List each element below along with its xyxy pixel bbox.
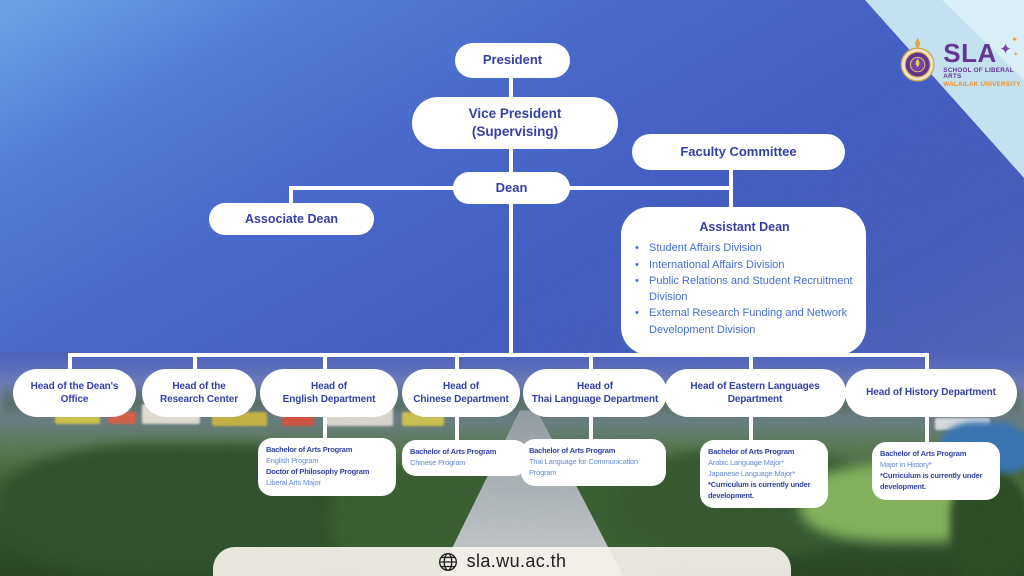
programs-history: Bachelor of Arts Program Major in Histor… xyxy=(872,442,1000,500)
program-line: English Program xyxy=(266,455,319,465)
node-faculty-committee-label: Faculty Committee xyxy=(680,143,797,159)
node-head-eastern-languages: Head of Eastern Languages Department xyxy=(664,369,846,417)
program-line: Arabic Language Major* xyxy=(708,457,785,467)
program-line: Japanese Language Major* xyxy=(708,468,795,478)
node-head-research-center: Head of the Research Center xyxy=(142,369,256,417)
division-item: • International Affairs Division xyxy=(635,257,854,273)
node-head-deans-office: Head of the Dean's Office xyxy=(13,369,136,417)
program-line: Major in History* xyxy=(880,459,932,469)
bullet-icon: • xyxy=(635,258,639,271)
bullet-icon: • xyxy=(635,242,639,255)
head-label: Chinese Department xyxy=(413,394,509,405)
university-crest-icon xyxy=(900,37,935,82)
node-head-history: Head of History Department xyxy=(845,369,1017,417)
logo-school-name: SCHOOL OF LIBERAL ARTS xyxy=(943,67,1014,81)
connector-program-stub xyxy=(925,415,929,444)
node-president-label: President xyxy=(482,52,543,68)
program-line: Chinese Program xyxy=(410,457,466,467)
division-item: • External Research Funding and Network … xyxy=(635,305,854,338)
head-label: Head of xyxy=(311,380,347,392)
connector-program-stub xyxy=(749,415,753,442)
node-associate-dean-label: Associate Dean xyxy=(244,211,339,226)
head-label: Office xyxy=(60,394,89,405)
program-line: Bachelor of Arts Program xyxy=(880,449,967,458)
head-label: Head of xyxy=(443,380,479,392)
sparkle-icon: ✦ xyxy=(1013,52,1019,58)
head-label: Department xyxy=(727,394,783,405)
node-faculty-committee: Faculty Committee xyxy=(632,134,845,170)
footer-bar: sla.wu.ac.th xyxy=(213,547,791,576)
division-item: • Public Relations and Student Recruitme… xyxy=(635,273,854,306)
logo-university-name: WALAILAK UNIVERSITY xyxy=(943,80,1021,88)
connector-program-stub xyxy=(455,415,459,442)
node-head-chinese: Head of Chinese Department xyxy=(402,369,520,417)
division-item: • Student Affairs Division xyxy=(635,240,854,256)
programs-eastern-languages: Bachelor of Arts Program Arabic Language… xyxy=(700,440,828,509)
website-url[interactable]: sla.wu.ac.th xyxy=(466,551,567,571)
logo-text: SLA ✦ ✦ ✦ SCHOOL OF LIBERAL ARTS WALAILA… xyxy=(943,36,1024,88)
connector-dean-down xyxy=(509,202,513,355)
head-label: Thai Language Department xyxy=(531,394,659,405)
node-assistant-dean: Assistant Dean • Student Affairs Divisio… xyxy=(621,207,866,355)
program-line: *Curriculum is currently under developme… xyxy=(708,479,811,500)
node-president: President xyxy=(455,43,570,78)
program-line: Bachelor of Arts Program xyxy=(410,447,497,456)
programs-english: Bachelor of Arts Program English Program… xyxy=(258,438,396,496)
head-label: Head of Eastern Languages xyxy=(690,380,820,392)
division-label: Student Affairs Division xyxy=(649,242,762,255)
school-logo: SLA ✦ ✦ ✦ SCHOOL OF LIBERAL ARTS WALAILA… xyxy=(898,34,1024,88)
head-label: Head of xyxy=(577,380,613,392)
head-label: Head of History Department xyxy=(866,387,996,399)
node-associate-dean: Associate Dean xyxy=(209,203,374,235)
sparkle-icon: ✦ xyxy=(999,41,1012,58)
node-assistant-dean-label: Assistant Dean xyxy=(699,220,790,234)
bullet-icon: • xyxy=(635,274,639,287)
program-line: Bachelor of Arts Program xyxy=(529,446,616,455)
head-label: Head of the xyxy=(172,380,226,392)
connector-program-stub xyxy=(323,415,327,440)
program-line: Liberal Arts Major xyxy=(266,477,321,487)
head-label: Research Center xyxy=(160,394,238,405)
node-head-english: Head of English Department xyxy=(260,369,398,417)
program-line: Thai Language for Communication Program xyxy=(529,456,638,477)
division-label: International Affairs Division xyxy=(649,258,785,271)
node-dean: Dean xyxy=(453,172,570,204)
program-line: Bachelor of Arts Program xyxy=(266,445,353,454)
node-vice-president-sublabel: (Supervising) xyxy=(471,124,559,139)
division-label: Public Relations and Student Recruitment… xyxy=(649,274,853,304)
program-line: *Curriculum is currently under developme… xyxy=(880,470,983,491)
head-label: English Department xyxy=(282,394,376,405)
head-label: Head of the Dean's xyxy=(30,380,119,392)
node-head-thai: Head of Thai Language Department xyxy=(523,369,667,417)
bullet-icon: • xyxy=(635,307,639,320)
connector-program-stub xyxy=(589,415,593,441)
programs-thai: Bachelor of Arts Program Thai Language f… xyxy=(521,439,666,486)
division-label: External Research Funding and Network De… xyxy=(649,307,848,336)
globe-icon xyxy=(438,552,457,571)
sparkle-icon: ✦ xyxy=(1011,35,1018,44)
node-dean-label: Dean xyxy=(495,179,528,195)
node-vice-president: Vice President (Supervising) xyxy=(412,97,618,149)
programs-chinese: Bachelor of Arts Program Chinese Program xyxy=(402,440,528,476)
program-line: Bachelor of Arts Program xyxy=(708,447,795,456)
node-vice-president-label: Vice President xyxy=(468,106,562,122)
program-line: Doctor of Philosophy Program xyxy=(266,466,370,476)
